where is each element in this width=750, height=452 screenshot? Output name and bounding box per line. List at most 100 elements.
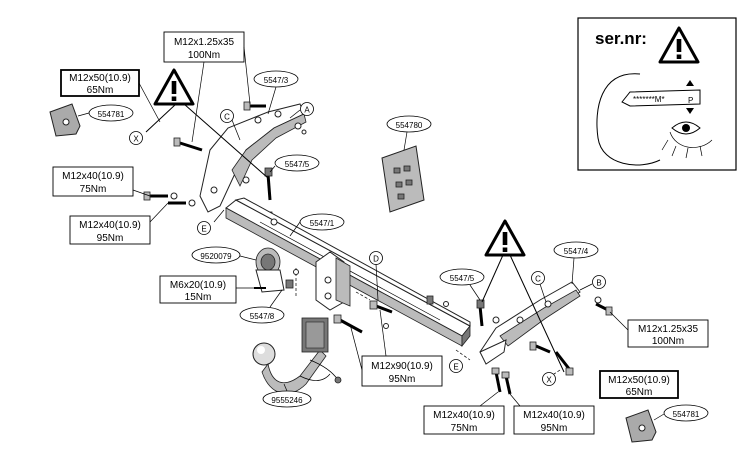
nut: [301, 129, 307, 135]
svg-text:65Nm: 65Nm: [626, 387, 653, 398]
svg-text:75Nm: 75Nm: [451, 423, 478, 434]
bolt-m12x40-right: [491, 367, 512, 395]
serial-p-mark: P: [688, 96, 693, 105]
serial-code: *******M*: [633, 95, 665, 104]
svg-text:65Nm: 65Nm: [87, 85, 114, 96]
warning-icon: [484, 219, 526, 257]
svg-text:9520079: 9520079: [200, 252, 232, 261]
bolt-m12x50-right: [529, 341, 574, 376]
svg-text:95Nm: 95Nm: [97, 233, 124, 244]
svg-text:100Nm: 100Nm: [652, 336, 684, 347]
svg-text:D: D: [373, 255, 379, 264]
callout-b: B: [592, 275, 606, 289]
svg-text:B: B: [596, 279, 601, 288]
svg-text:X: X: [546, 376, 552, 385]
torque-box: M12x40(10.9) 95Nm: [69, 202, 169, 245]
svg-text:M6x20(10.9): M6x20(10.9): [170, 280, 226, 291]
svg-text:15Nm: 15Nm: [185, 292, 212, 303]
callout-x: X: [129, 131, 143, 145]
torque-box: M12x90(10.9) 95Nm: [349, 309, 443, 387]
svg-text:M12x40(10.9): M12x40(10.9): [79, 220, 141, 231]
warning-icon: [153, 68, 195, 106]
svg-text:554780: 554780: [396, 121, 423, 130]
plate-554781-right: [625, 409, 657, 443]
part-number-label: 5547/3: [253, 70, 299, 115]
bolt-m12x40-left: [143, 191, 196, 207]
svg-text:95Nm: 95Nm: [389, 374, 416, 385]
part-number-label: 5547/8: [239, 289, 285, 324]
bolt-m12x1-25-right: [594, 296, 613, 316]
socket-bracket: [254, 247, 299, 293]
leader-line: [539, 283, 547, 303]
leader-line: [213, 209, 225, 223]
dash-line: [355, 291, 371, 301]
bolt-5547-5-right: [476, 299, 500, 327]
svg-text:5547/5: 5547/5: [285, 160, 310, 169]
torque-box: M12x40(10.9) 75Nm: [423, 391, 505, 435]
svg-text:5547/3: 5547/3: [264, 76, 289, 85]
part-number-label: 5547/5: [439, 268, 485, 301]
torque-box: M12x50(10.9) 65Nm: [60, 69, 161, 123]
svg-text:9555246: 9555246: [271, 396, 303, 405]
part-number-label: 554781: [77, 104, 134, 122]
callout-a: A: [300, 102, 314, 116]
bolt-m12x90: [333, 300, 393, 334]
torque-box: M12x1.25x35 100Nm: [163, 31, 251, 143]
svg-text:5547/5: 5547/5: [450, 274, 475, 283]
leader-line: [183, 103, 269, 179]
plate-554780: [381, 145, 425, 213]
leader-line: [509, 254, 565, 373]
leader-line: [145, 103, 177, 133]
torque-box: M12x40(10.9) 95Nm: [509, 393, 595, 435]
svg-text:M12x40(10.9): M12x40(10.9): [62, 171, 124, 182]
svg-text:M12x50(10.9): M12x50(10.9): [608, 375, 670, 386]
serial-label: ser.nr:: [595, 29, 647, 48]
hitch-plate-outline: [596, 73, 661, 166]
arrow-up-icon: [686, 108, 694, 114]
svg-text:75Nm: 75Nm: [80, 184, 107, 195]
dash-line: [455, 349, 471, 361]
svg-text:M12x50(10.9): M12x50(10.9): [69, 73, 131, 84]
part-number-label: 5547/5: [269, 154, 320, 173]
right-side-bracket: [479, 281, 581, 365]
eye-icon: [661, 121, 713, 159]
part-number-label: 9520079: [191, 246, 257, 264]
nut: [426, 295, 434, 305]
arrow-down-icon: [686, 80, 694, 86]
callout-e: E: [449, 359, 463, 373]
callout-c: C: [220, 109, 234, 123]
svg-text:E: E: [201, 225, 206, 234]
part-number-label: 554780: [386, 115, 432, 151]
part-number-label: 5547/4: [553, 241, 599, 285]
leader-line: [579, 283, 593, 291]
svg-text:5547/1: 5547/1: [310, 219, 335, 228]
washer: [443, 301, 449, 307]
svg-text:M12x90(10.9): M12x90(10.9): [371, 361, 433, 372]
torque-box: M12x1.25x35 100Nm: [609, 311, 709, 348]
svg-text:C: C: [224, 113, 230, 122]
svg-text:X: X: [133, 135, 139, 144]
callout-e: E: [197, 221, 211, 235]
callout-c: C: [531, 271, 545, 285]
washer: [270, 218, 278, 226]
leader-line: [481, 254, 504, 303]
svg-text:A: A: [304, 106, 310, 115]
svg-text:C: C: [535, 275, 541, 284]
svg-text:E: E: [453, 363, 458, 372]
plate-554781-left: [49, 103, 81, 137]
part-number-label: 9555246: [262, 383, 312, 408]
svg-text:M12x1.25x35: M12x1.25x35: [174, 37, 234, 48]
svg-text:95Nm: 95Nm: [541, 423, 568, 434]
svg-text:554781: 554781: [673, 410, 700, 419]
part-number-label: 554781: [653, 404, 709, 422]
washer: [242, 176, 250, 184]
leader-line: [289, 109, 301, 119]
svg-text:5547/4: 5547/4: [564, 247, 589, 256]
svg-text:100Nm: 100Nm: [188, 50, 220, 61]
callout-x: X: [542, 372, 556, 386]
towball-assembly: [252, 317, 342, 394]
torque-box: M6x20(10.9) 15Nm: [159, 275, 254, 304]
svg-text:M12x1.25x35: M12x1.25x35: [638, 324, 698, 335]
